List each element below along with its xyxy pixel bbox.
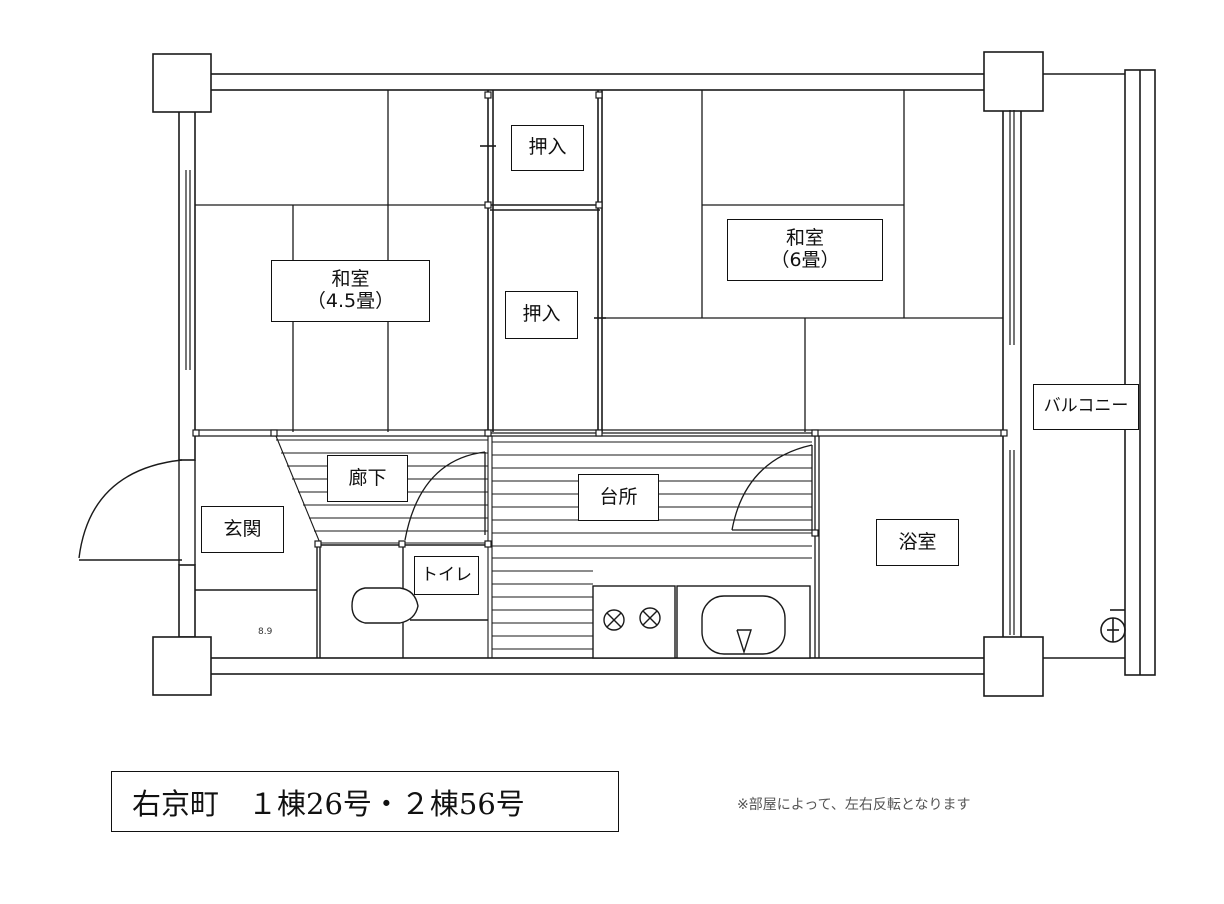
tatami-6-lines xyxy=(602,90,1003,432)
kitchen-hatch xyxy=(487,436,812,658)
room-size: （6畳） xyxy=(770,249,840,271)
room-label-balcony: バルコニー xyxy=(1033,384,1139,430)
structural-columns xyxy=(152,51,1044,697)
toilet-door xyxy=(404,451,486,541)
room-label-oshiire-upper: 押入 xyxy=(511,125,584,171)
room-label-daidokoro: 台所 xyxy=(578,474,659,521)
room-label-genkan: 玄関 xyxy=(201,506,284,553)
exterior-walls xyxy=(178,73,1022,675)
property-title: 右京町 １棟26号・２棟56号 xyxy=(111,771,619,832)
entrance-door xyxy=(78,459,317,591)
room-name: 和室 xyxy=(331,268,370,291)
kitchen-fixtures xyxy=(592,585,811,659)
joint-markers xyxy=(192,91,1008,548)
room-label-yokushitsu: 浴室 xyxy=(876,519,959,566)
windows xyxy=(185,110,1015,635)
room-label-oshiire-lower: 押入 xyxy=(505,291,578,339)
small-mark: 8.9 xyxy=(258,627,273,637)
closet-partitions xyxy=(480,90,606,432)
orientation-note: ※部屋によって、左右反転となります xyxy=(737,797,971,813)
toilet-fixtures xyxy=(316,544,488,658)
room-label-washitsu-45: 和室 （4.5畳） xyxy=(271,260,430,322)
room-size: （4.5畳） xyxy=(306,290,395,312)
kitchen-door xyxy=(731,436,820,658)
room-label-rouka: 廊下 xyxy=(327,455,408,502)
room-name: 和室 xyxy=(785,227,824,250)
room-label-toilet: トイレ xyxy=(414,556,479,595)
balcony-outline xyxy=(1043,69,1156,676)
room-label-washitsu-6: 和室 （6畳） xyxy=(727,219,883,281)
